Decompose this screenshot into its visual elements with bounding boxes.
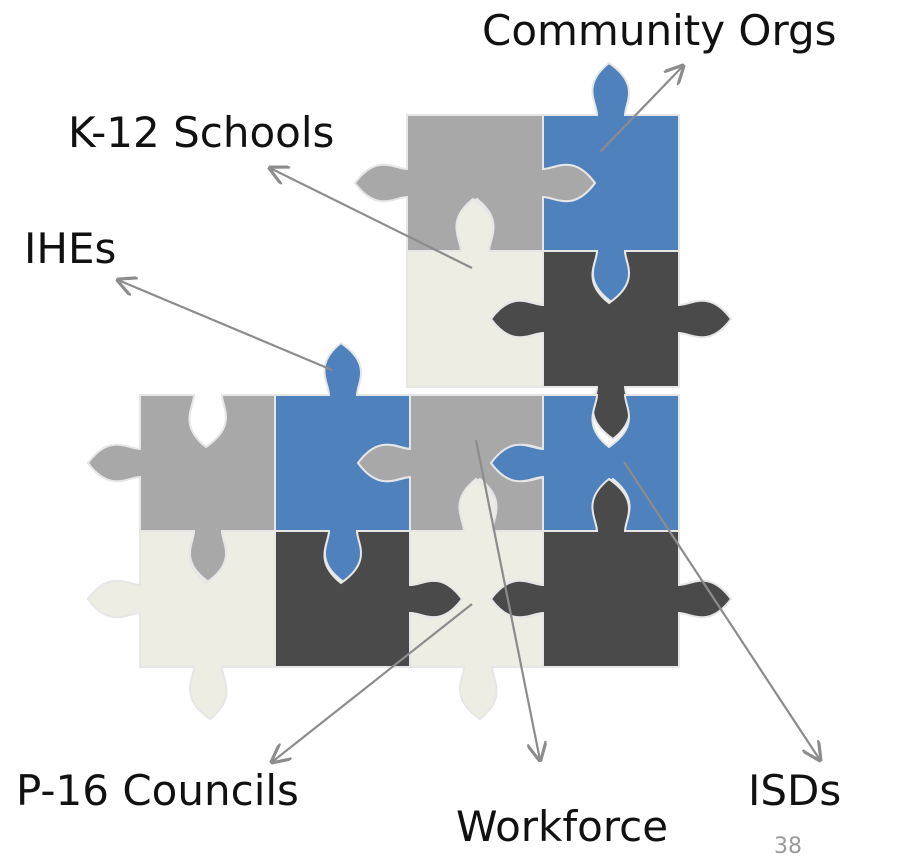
arrow-isds <box>623 461 820 760</box>
isds-label: ISDs <box>748 766 842 815</box>
arrow-community-orgs <box>599 66 683 153</box>
arrow-ihes <box>118 280 333 372</box>
piece-dark-upper <box>489 250 733 441</box>
arrow-workforce <box>474 439 540 760</box>
p16-councils-label: P-16 Councils <box>16 766 299 815</box>
ihes-label: IHEs <box>24 224 117 273</box>
piece-isds-blue <box>489 394 680 532</box>
slide-number: 38 <box>774 834 802 859</box>
piece-cream-left <box>86 530 277 721</box>
arrow-p16-councils <box>272 603 473 762</box>
arrow-k12-schools <box>270 168 473 269</box>
community-orgs-label: Community Orgs <box>482 6 837 55</box>
workforce-label: Workforce <box>456 802 669 851</box>
piece-isds-dark <box>489 477 733 668</box>
k12-schools-label: K-12 Schools <box>68 108 335 157</box>
